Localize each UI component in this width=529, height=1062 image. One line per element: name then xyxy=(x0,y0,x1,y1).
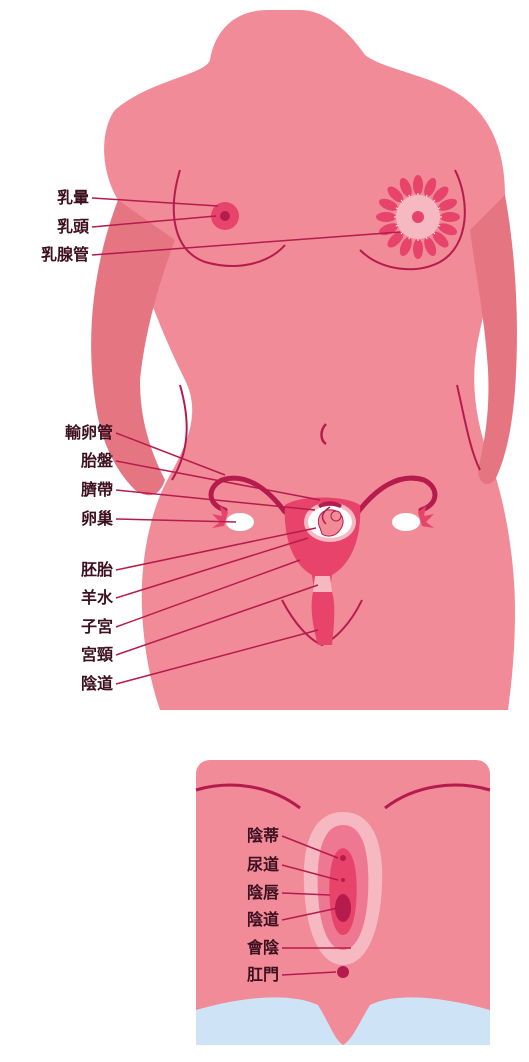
mammary-lobe xyxy=(413,175,423,195)
clitoris-dot xyxy=(340,855,346,861)
label-uterus: 子宮 xyxy=(81,618,113,636)
label-areola: 乳暈 xyxy=(57,189,89,207)
label-anus: 肛門 xyxy=(247,966,279,984)
label-clitoris: 陰蒂 xyxy=(247,827,279,845)
label-urethra: 尿道 xyxy=(247,856,279,874)
mammary-lobe xyxy=(413,239,423,259)
urethra-dot xyxy=(341,878,345,882)
label-ovary: 卵巢 xyxy=(81,510,113,528)
label-fallopian-tube: 輸卵管 xyxy=(65,424,113,442)
mammary-lobe xyxy=(376,212,396,222)
label-amniotic-fluid: 羊水 xyxy=(81,589,113,607)
anus-dot xyxy=(337,966,349,978)
label-umbilical-cord: 臍帶 xyxy=(81,481,113,499)
label-vagina-lower: 陰道 xyxy=(247,911,279,929)
label-vagina-upper: 陰道 xyxy=(81,675,113,693)
label-perineum: 會陰 xyxy=(247,939,279,957)
label-labia: 陰唇 xyxy=(247,884,279,902)
label-mammary-duct: 乳腺管 xyxy=(41,246,89,264)
nipple-left xyxy=(220,211,230,221)
label-nipple: 乳頭 xyxy=(57,218,89,236)
mammary-lobe xyxy=(440,212,460,222)
torso-body xyxy=(104,10,515,710)
label-placenta: 胎盤 xyxy=(81,452,113,470)
label-cervix: 宮頸 xyxy=(81,646,113,664)
flower-center xyxy=(412,211,424,223)
ovary-right xyxy=(392,513,420,531)
embryo-head xyxy=(331,511,341,521)
cervix xyxy=(313,576,332,592)
label-embryo: 胚胎 xyxy=(81,561,113,579)
